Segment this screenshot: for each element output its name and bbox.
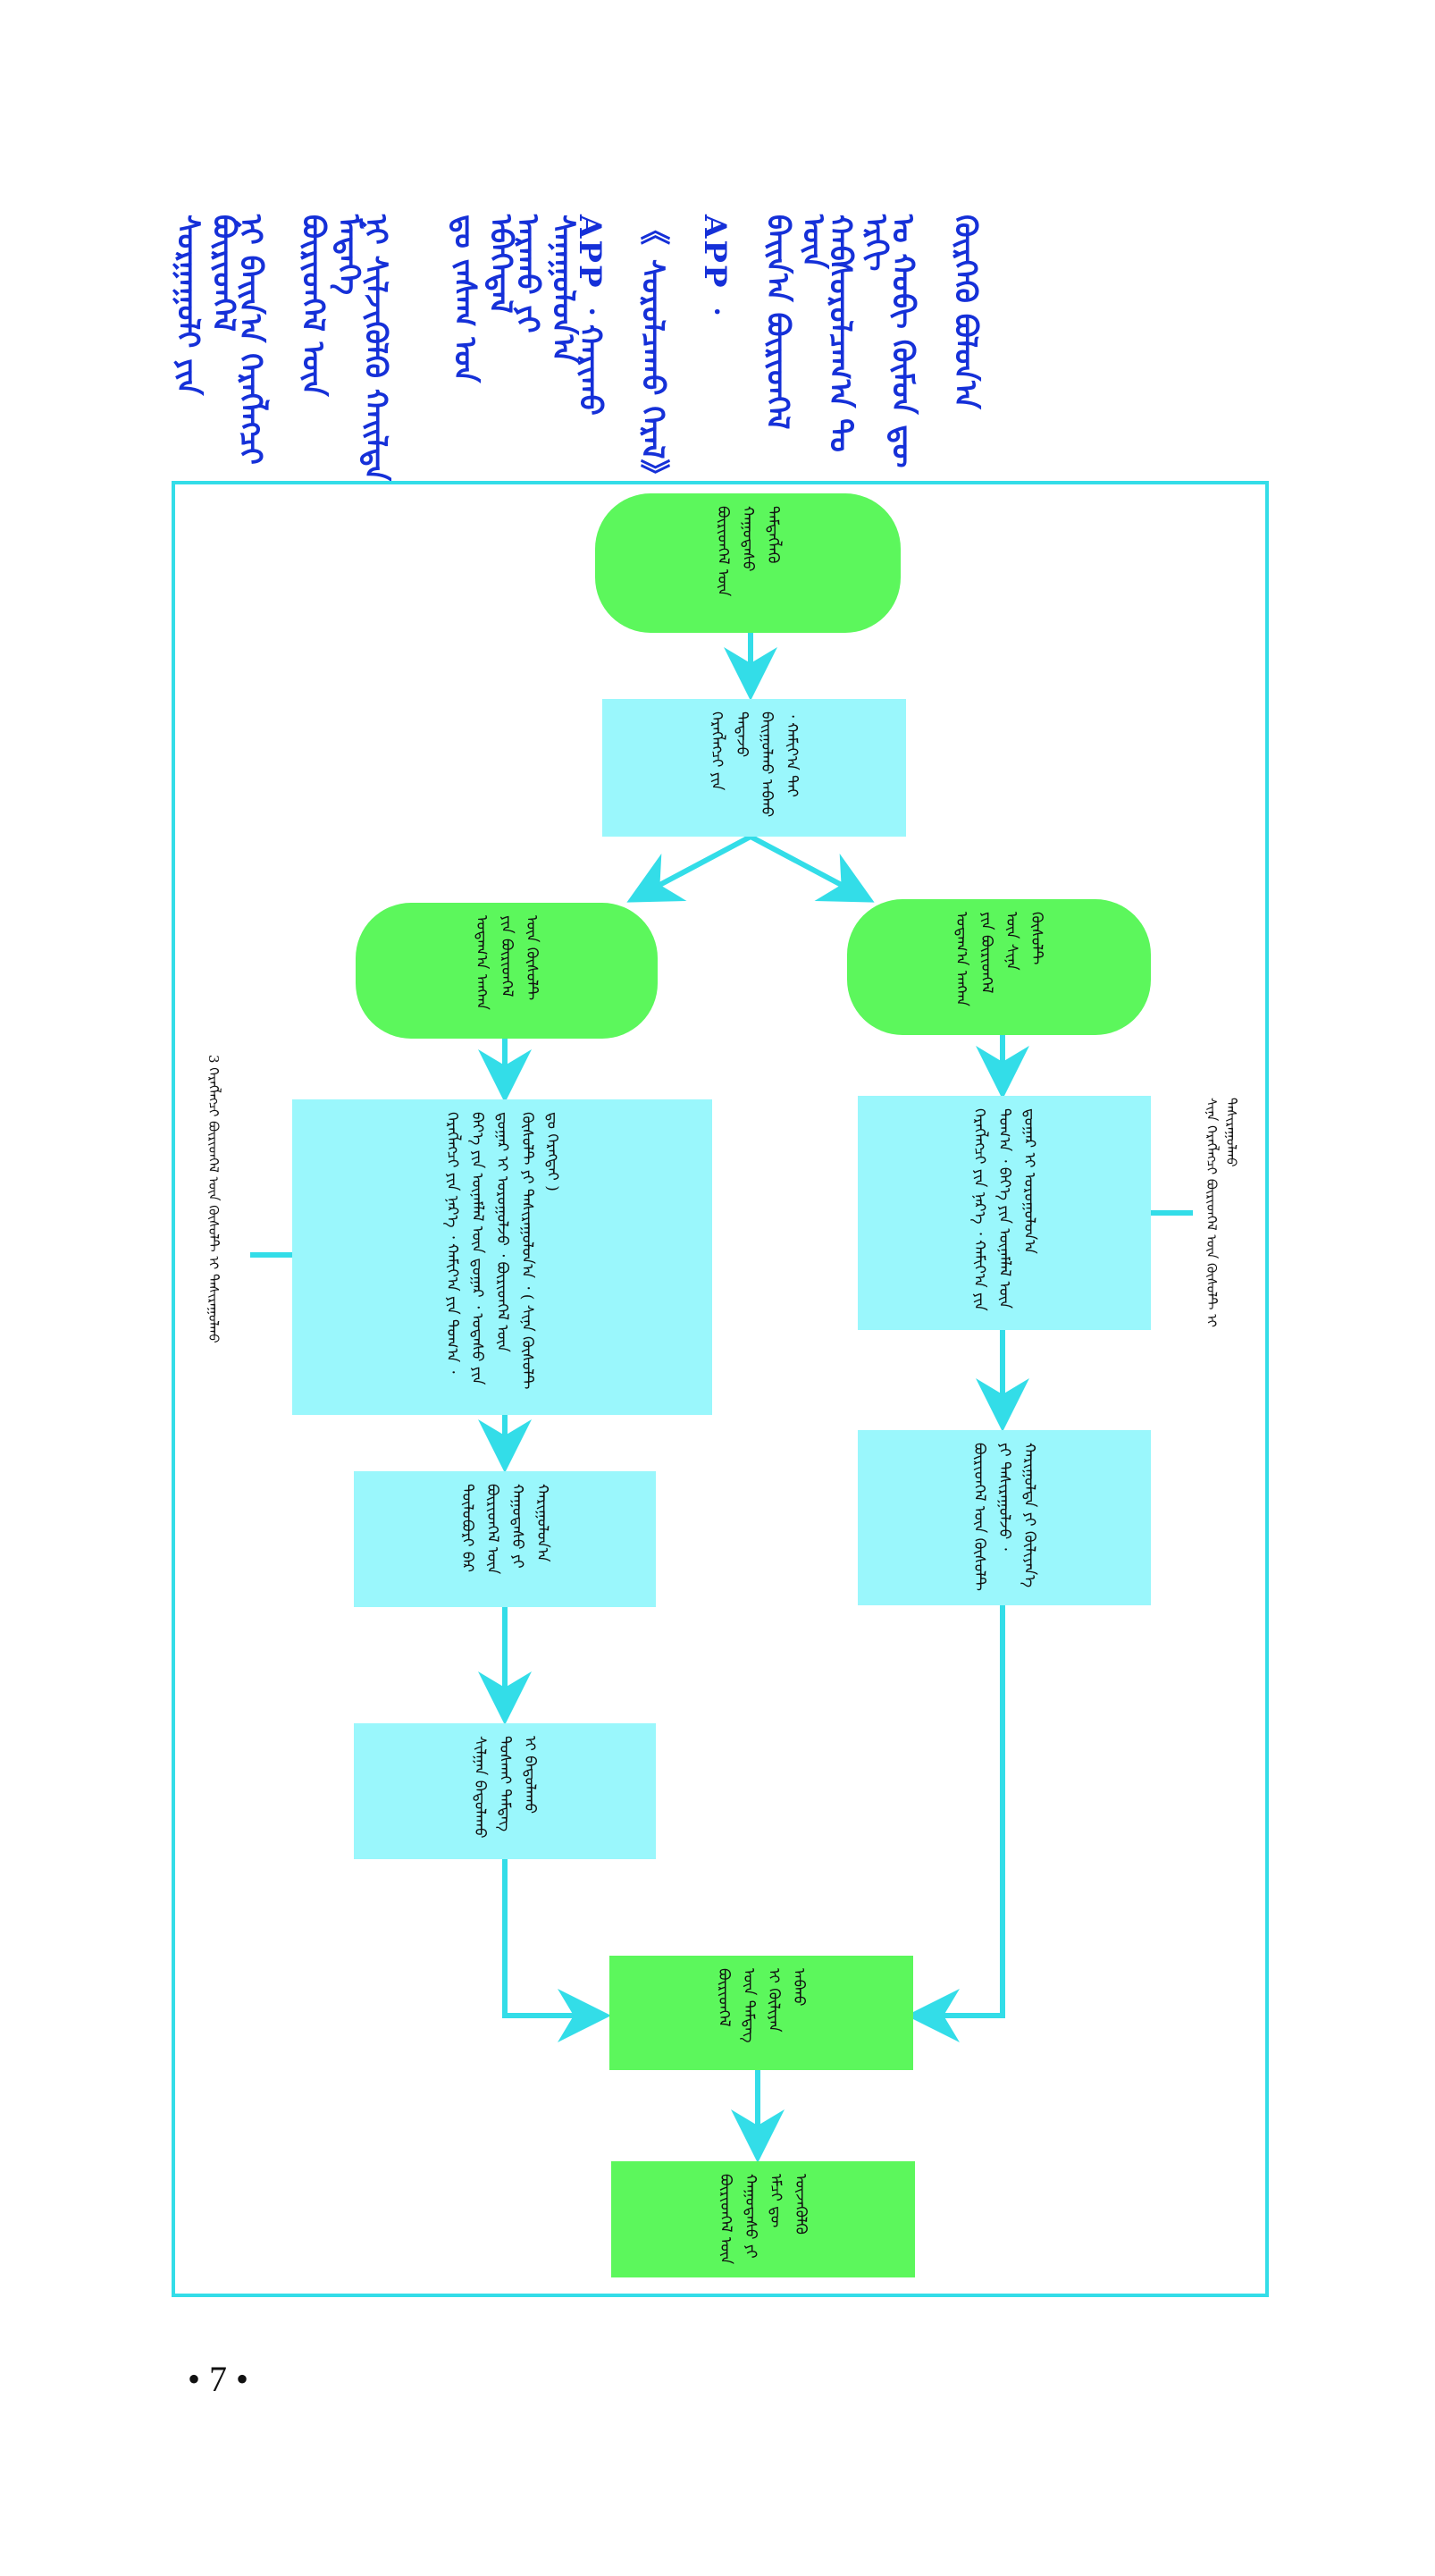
side-note-right: ᠰᠢᠨᠡ ᠬᠡᠷᠡᠭᠯᠡᠭᠴᠢ ᠪᠦᠷᠢᠳᠬᠡᠯ ᠦᠨ ᠬᠦᠰᠦᠯᠲ ᠢ ᠲᠠᠰ…: [1204, 1098, 1239, 1328]
arrow-to-branch-left: [626, 834, 752, 903]
download-step: ᠬᠡᠷᠡᠭᠯᠡᠭᠴᠢ ᠶᠢᠨ ᠲᠠᠲᠠᠵᠤ ᠪᠠᠢᠭᠤᠯᠬᠤ ᠠᠪᠬᠤ ᠂ ᠬᠠ…: [602, 699, 906, 837]
left-step-1-text: ᠬᠡᠷᠡᠭᠯᠡᠭᠴᠢ ᠶᠢᠨ ᠨᠡᠷ᠎ᠡ ᠂ ᠬᠠᠮᠢᠶ᠎ᠠ ᠶᠢᠨ ᠲᠣᠭ᠎ᠠ…: [443, 1112, 561, 1390]
merge-node: ᠪᠦᠷᠢᠳᠬᠡᠯ ᠦᠨ ᠲᠡᠮᠳᠡᠭ ᠢ ᠬᠦᠯᠢᠶᠡᠨ ᠠᠪᠬᠤ: [609, 1956, 913, 2070]
title-column: 《 ᠰᠤᠷᠤᠯᠴᠠᠬᠤ ᠭᠡᠷᠡᠯ》: [634, 215, 670, 492]
end-node-text: ᠪᠦᠷᠢᠳᠬᠡᠯ ᠦᠨ ᠬᠠᠭᠤᠳᠠᠰᠤ ᠶᠢ ᠡᠮᠴᠢ ᠳᠦ ᠦᠵᠡᠭᠦᠯᠬᠦ: [717, 2174, 810, 2265]
merge-node-text: ᠪᠦᠷᠢᠳᠬᠡᠯ ᠦᠨ ᠲᠡᠮᠳᠡᠭ ᠢ ᠬᠦᠯᠢᠶᠡᠨ ᠠᠪᠬᠤ: [715, 1968, 808, 2043]
title-column: ᠨᠢ ᠪᠠᠢᠨ᠎ᠠ ᠬᠡᠷᠡᠭᠯᠡᠭᠴᠢ: [232, 215, 268, 465]
branch-left-text: ᠤᠳᠠᠭ᠎ᠠ ᠠᠩᠬᠠ ᠶᠢᠨ ᠪᠦᠷᠢᠳᠬᠡᠯ ᠦᠨ ᠬᠦᠰᠦᠯᠲ: [473, 915, 541, 1010]
title-column: ᠬᠠᠪᠰᠤᠷᠤᠯᠴᠠᠭ᠎ᠠ ᠲᠤ ᠡᠷᠬᠢ: [822, 215, 894, 452]
branch-right-text: ᠤᠳᠠᠭ᠎ᠠ ᠠᠩᠬᠠ ᠶᠢᠨ ᠪᠦᠷᠢᠳᠬᠡᠯ ᠦᠨ ᠰᠢᠨᠡ ᠬᠦᠰᠦᠯᠲ: [952, 912, 1045, 1006]
download-step-text: ᠬᠡᠷᠡᠭᠯᠡᠭᠴᠢ ᠶᠢᠨ ᠲᠠᠲᠠᠵᠤ ᠪᠠᠢᠭᠤᠯᠬᠤ ᠠᠪᠬᠤ ᠂ ᠬᠠ…: [708, 711, 801, 818]
right-step-1-text: ᠬᠡᠷᠡᠭᠯᠡᠭᠴᠢ ᠶᠢᠨ ᠨᠡᠷ᠎ᠡ ᠂ ᠬᠠᠮᠢᠶ᠎ᠠ ᠶᠢᠨ ᠲᠣᠭ᠎ᠠ…: [970, 1108, 1038, 1311]
title-column: ᠰᠤᠷᠭᠠᠭᠤᠯᠢ ᠶᠢᠨ ᠪᠦᠷᠢᠳᠬᠡᠯ: [170, 215, 241, 396]
title-column: ᠨᠢ ᠰᠢᠯᠵᠢᠭᠦᠯᠬᠦ ᠬᠠᠢᠯᠲᠠ: [357, 215, 393, 482]
branch-right-node: ᠤᠳᠠᠭ᠎ᠠ ᠠᠩᠬᠠ ᠶᠢᠨ ᠪᠦᠷᠢᠳᠬᠡᠯ ᠦᠨ ᠰᠢᠨᠡ ᠬᠦᠰᠦᠯᠲ: [847, 899, 1151, 1035]
arrow-to-branch-right: [749, 834, 875, 903]
page-number: • 7 •: [188, 2359, 249, 2399]
side-note-left: 3 ᠬᠡᠷᠡᠭᠯᠡᠭᠴᠢ ᠪᠦᠷᠢᠳᠬᠡᠯ ᠦᠨ ᠬᠦᠰᠦᠯᠲ ᠢ ᠲᠠᠰᠢᠷᠠ…: [206, 1055, 222, 1343]
title-column: ᠠᠷᠠᠬᠤ ᠶᠢ ᠰᠠᠨᠠᠭᠤᠯᠤᠨ᠎ᠠ: [509, 215, 581, 364]
branch-left-node: ᠤᠳᠠᠭ᠎ᠠ ᠠᠩᠬᠠ ᠶᠢᠨ ᠪᠦᠷᠢᠳᠬᠡᠯ ᠦᠨ ᠬᠦᠰᠦᠯᠲ: [356, 903, 658, 1039]
title-column: ᠪᠦᠷᠢᠳᠬᠡᠯ ᠦᠨ ᠮᠡᠳᠡᠭᠡ: [295, 215, 366, 397]
left-step-2: ᠲᠦᠯᠦᠪᠦᠷᠢ ᠪᠡᠷ ᠪᠦᠷᠢᠳᠬᠡᠯ ᠦᠨ ᠬᠠᠭᠤᠳᠠᠰᠤ ᠶᠢ ᠬᠠᠷ…: [354, 1471, 656, 1607]
arrow-right-to-merge: [906, 1605, 1005, 2042]
title-column: ᠪᠠᠢᠨ᠎ᠠ ᠪᠦᠷᠢᠳᠬᠡᠯ ᠦᠨ: [759, 215, 831, 430]
start-node: ᠪᠦᠷᠢᠳᠬᠡᠯ ᠦᠨ ᠬᠠᠭᠤᠳᠠᠰᠤ ᠲᠡᠮᠳᠡᠭᠯᠡᠬᠦ: [595, 493, 901, 633]
right-step-2-text: ᠪᠦᠷᠢᠳᠬᠡᠯ ᠦᠨ ᠬᠦᠰᠦᠯᠲ ᠶᠢ ᠲᠠᠰᠢᠷᠠᠭᠤᠯᠵᠤ ᠂ ᠬᠠᠷᠢ…: [970, 1443, 1038, 1592]
left-step-3: ᠰᠢᠯᠭᠠᠨ ᠪᠠᠲᠤᠯᠠᠬᠤ ᠲᠤᠰᠬᠠᠢ ᠲᠡᠮᠳᠡᠭ ᠢ ᠪᠠᠲᠤᠯᠠᠬᠤ: [354, 1723, 656, 1859]
diagram-frame: [172, 481, 1269, 2297]
title-block: ᠰᠤᠷᠭᠠᠭᠤᠯᠢ ᠶᠢᠨ ᠪᠦᠷᠢᠳᠬᠡᠯ ᠨᠢ ᠪᠠᠢᠨ᠎ᠠ ᠬᠡᠷᠡᠭᠯᠡ…: [170, 215, 1242, 492]
left-step-2-text: ᠲᠦᠯᠦᠪᠦᠷᠢ ᠪᠡᠷ ᠪᠦᠷᠢᠳᠬᠡᠯ ᠦᠨ ᠬᠠᠭᠤᠳᠠᠰᠤ ᠶᠢ ᠬᠠᠷ…: [458, 1484, 551, 1575]
end-node: ᠪᠦᠷᠢᠳᠬᠡᠯ ᠦᠨ ᠬᠠᠭᠤᠳᠠᠰᠤ ᠶᠢ ᠡᠮᠴᠢ ᠳᠦ ᠦᠵᠡᠭᠦᠯᠬᠦ: [611, 2161, 915, 2277]
right-step-1: ᠬᠡᠷᠡᠭᠯᠡᠭᠴᠢ ᠶᠢᠨ ᠨᠡᠷ᠎ᠡ ᠂ ᠬᠠᠮᠢᠶ᠎ᠠ ᠶᠢᠨ ᠲᠣᠭ᠎ᠠ…: [858, 1096, 1151, 1330]
title-column: ᠳᠤ ᠵᠠᠰᠠᠭ ᠤᠨ ᠡᠪᠡᠭᠡᠳᠡᠯ: [447, 215, 518, 383]
title-column: APP ᠂ ᠬᠠᠷᠢᠬᠤ: [572, 215, 608, 416]
title-column: APP ᠂: [697, 215, 733, 315]
left-step-1: ᠬᠡᠷᠡᠭᠯᠡᠭᠴᠢ ᠶᠢᠨ ᠨᠡᠷ᠎ᠡ ᠂ ᠬᠠᠮᠢᠶ᠎ᠠ ᠶᠢᠨ ᠲᠣᠭ᠎ᠠ…: [292, 1099, 712, 1415]
right-step-2: ᠪᠦᠷᠢᠳᠬᠡᠯ ᠦᠨ ᠬᠦᠰᠦᠯᠲ ᠶᠢ ᠲᠠᠰᠢᠷᠠᠭᠤᠯᠵᠤ ᠂ ᠬᠠᠷᠢ…: [858, 1430, 1151, 1605]
left-step-3-text: ᠰᠢᠯᠭᠠᠨ ᠪᠠᠲᠤᠯᠠᠬᠤ ᠲᠤᠰᠬᠠᠢ ᠲᠡᠮᠳᠡᠭ ᠢ ᠪᠠᠲᠤᠯᠠᠬᠤ: [471, 1736, 539, 1839]
start-node-text: ᠪᠦᠷᠢᠳᠬᠡᠯ ᠦᠨ ᠬᠠᠭᠤᠳᠠᠰᠤ ᠲᠡᠮᠳᠡᠭᠯᠡᠬᠦ: [714, 506, 782, 597]
title-column: ᠤ ᠬᠤᠪᠢ ᠬᠦᠮᠦᠨ ᠳᠦ: [885, 215, 920, 468]
arrow-left-to-merge: [502, 1859, 611, 2042]
title-column: ᠬᠦᠷᠭᠡᠬᠦ ᠪᠣᠯᠤᠨ᠎ᠠ: [947, 215, 983, 409]
